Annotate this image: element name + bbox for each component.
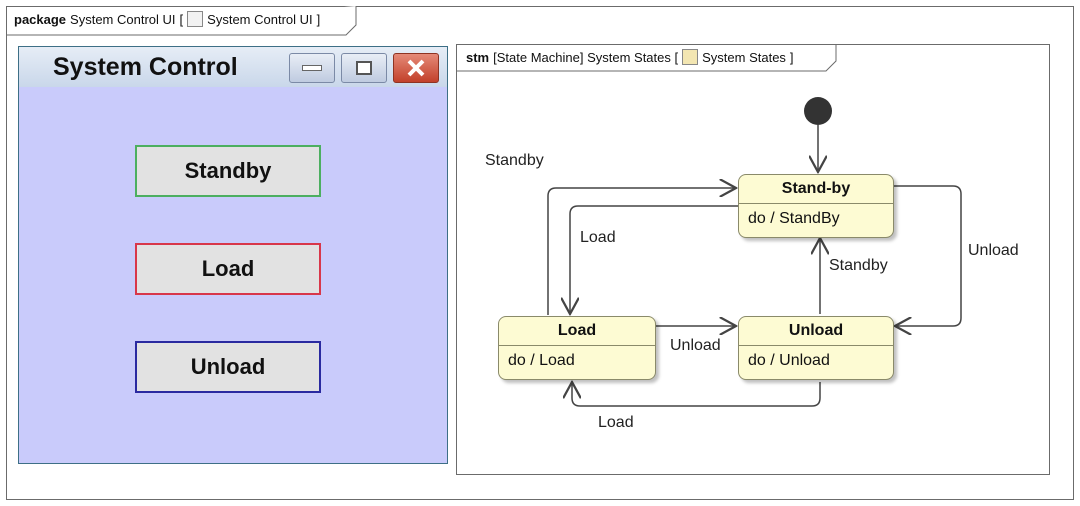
standby-button[interactable]: Standby [135,145,321,197]
unload-button[interactable]: Unload [135,341,321,393]
minimize-button[interactable] [289,53,335,83]
stm-keyword: stm [466,49,490,65]
transition-standby-to-unload [894,185,962,326]
state-load[interactable]: Load do / Load [498,316,656,380]
state-load-activity: do / Load [508,352,575,369]
transition-load-to-standby [547,188,736,315]
label-unload-to-standby: Standby [829,257,888,274]
state-standby-activity: do / StandBy [748,210,840,227]
label-unload-to-load: Load [598,414,634,431]
package-name: System Control UI [70,11,176,27]
window-title-bar[interactable]: System Control [19,47,447,87]
package-header: package System Control UI [ System Contr… [14,11,320,27]
transition-standby-to-load [570,205,738,314]
initial-pseudostate [804,97,832,125]
window-title: System Control [53,53,238,81]
diagram-icon [187,11,204,27]
package-ref: System Control UI [207,11,313,27]
state-unload-activity: do / Unload [748,352,830,369]
package-bracket-open: [ [179,11,184,27]
close-button[interactable] [393,53,439,83]
stm-ref: System States [702,49,786,65]
stm-name: [State Machine] System States [ [493,49,679,65]
stm-bracket-close: ] [789,49,794,65]
label-load-to-unload: Unload [670,337,721,354]
label-standby-to-load: Load [580,229,616,246]
package-keyword: package [14,11,67,27]
state-machine-frame [456,44,1050,475]
package-bracket-close: ] [316,11,321,27]
minimize-icon [302,65,322,71]
standby-button-label: Standby [184,158,272,183]
state-unload[interactable]: Unload do / Unload [738,316,894,380]
transition-unload-to-load [572,382,821,407]
label-standby-to-unload: Unload [968,242,1019,259]
label-load-to-standby: Standby [485,152,544,169]
load-button[interactable]: Load [135,243,321,295]
state-standby[interactable]: Stand-by do / StandBy [738,174,894,238]
state-unload-name: Unload [739,317,893,346]
state-load-name: Load [499,317,655,346]
close-icon [407,59,425,77]
stm-header: stm [State Machine] System States [ Syst… [466,49,794,65]
maximize-icon [356,61,372,75]
load-button-label: Load [201,256,255,281]
state-machine-icon [682,49,699,65]
unload-button-label: Unload [190,354,266,379]
maximize-button[interactable] [341,53,387,83]
system-control-window: System Control Standby Load Unload [18,46,448,464]
state-standby-name: Stand-by [739,175,893,204]
